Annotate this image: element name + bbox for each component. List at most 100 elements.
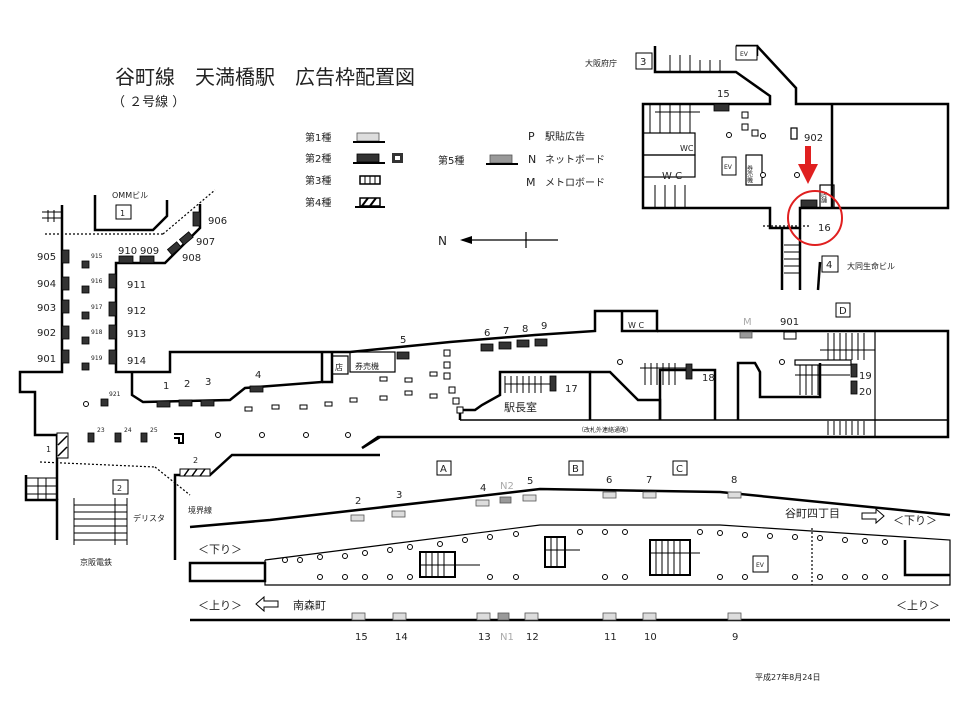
ad-slot[interactable] (727, 491, 742, 499)
ad-slot[interactable] (178, 231, 194, 246)
ad-slot[interactable] (166, 241, 182, 256)
ad-slot[interactable] (108, 301, 117, 317)
ad-slot[interactable] (351, 612, 366, 621)
shop-label: 店 (335, 362, 343, 372)
pillar-ads: 915 916 917 918 919 921 23 24 25 (81, 253, 158, 443)
ad-slot[interactable] (192, 211, 201, 227)
net-board[interactable] (497, 612, 510, 621)
ad-slot[interactable] (108, 273, 117, 289)
ad-number: 915 (91, 253, 103, 260)
exit-4-badge[interactable] (821, 255, 839, 273)
exit-3-badge[interactable] (635, 52, 653, 70)
ad-slot[interactable] (61, 299, 70, 314)
ad-slot[interactable] (602, 612, 617, 621)
pillar-ad[interactable] (81, 285, 90, 294)
pillar-ad[interactable] (81, 336, 90, 345)
down-direction-left: ＜下り＞ (198, 543, 242, 556)
ad-number: 17 (565, 384, 578, 395)
exit-2-number: 2 (117, 484, 122, 493)
ad-number: 9 (541, 321, 547, 332)
ad-slot[interactable] (850, 380, 858, 395)
ad-slot[interactable] (200, 399, 215, 407)
pillar-ad[interactable] (140, 432, 148, 443)
ad-number: 902 (37, 328, 56, 339)
ad-number: 1 (163, 381, 169, 392)
ad-slot[interactable] (685, 363, 693, 380)
ad-number: 908 (182, 253, 201, 264)
area-b-badge[interactable] (568, 460, 584, 476)
ad-slot[interactable] (549, 375, 557, 392)
ad-number: 919 (91, 355, 103, 362)
ad-number: 6 (606, 475, 612, 486)
ad-slot[interactable] (850, 363, 858, 378)
ad-slot[interactable] (61, 325, 70, 340)
legend-m-key: M (526, 176, 536, 189)
exit-2-badge[interactable] (112, 479, 129, 495)
area-a-label: A (440, 464, 447, 475)
ad-slot[interactable] (498, 341, 512, 350)
pillar-ad[interactable] (87, 432, 95, 443)
area-a-badge[interactable] (436, 460, 452, 476)
ad-number: 23 (97, 427, 105, 434)
ad-number: 19 (859, 371, 872, 382)
ad-slot[interactable] (522, 494, 537, 502)
ad-number: 901 (37, 354, 56, 365)
ad-number: 10 (644, 632, 657, 643)
ad-slot[interactable] (61, 249, 70, 264)
ad-number: 15 (355, 632, 368, 643)
area-c-badge[interactable] (672, 460, 688, 476)
legend-n-key: N (528, 153, 536, 166)
net-board[interactable] (499, 496, 512, 504)
ad-slot[interactable] (727, 612, 742, 621)
ad-slot[interactable] (476, 612, 491, 621)
ad-slot[interactable] (61, 349, 70, 364)
down-direction-right: ＜下り＞ (893, 514, 937, 527)
ad-slot[interactable] (524, 612, 539, 621)
type4-ad-1[interactable] (56, 432, 69, 459)
ad-slot[interactable] (480, 343, 494, 352)
ad-slot[interactable] (108, 324, 117, 340)
area-d-badge[interactable] (835, 302, 851, 318)
ad-number: 904 (37, 279, 56, 290)
ad-slot[interactable] (396, 351, 410, 360)
ad-slot[interactable] (602, 491, 617, 499)
ad-slot[interactable] (118, 255, 134, 264)
exit-1-badge[interactable] (115, 204, 132, 220)
ad-number: 8 (731, 475, 737, 486)
pillar-ad[interactable] (114, 432, 122, 443)
pillar-ad[interactable] (81, 260, 90, 269)
type3-ad-901[interactable] (783, 331, 797, 340)
pillar-ad[interactable] (81, 311, 90, 320)
ad-slot[interactable] (516, 339, 530, 348)
ad-slot[interactable] (350, 514, 365, 522)
ad-slot[interactable] (391, 510, 406, 518)
ad-slot[interactable] (139, 255, 155, 264)
ad-number: 18 (702, 373, 715, 384)
ad-slot[interactable] (178, 399, 193, 407)
ad-number: 13 (478, 632, 491, 643)
ad-slot[interactable] (642, 491, 657, 499)
pillar-ad[interactable] (100, 398, 109, 407)
ad-slot[interactable] (61, 276, 70, 291)
station-master-label: 駅長室 (504, 400, 537, 414)
pillar-ad[interactable] (81, 362, 90, 371)
shop-label: 店舗 (820, 190, 827, 204)
ad-slot[interactable] (713, 103, 730, 112)
metro-board[interactable] (739, 331, 753, 339)
ad-slot[interactable] (249, 385, 264, 393)
ad-slot-16[interactable] (800, 199, 818, 208)
ad-slot[interactable] (392, 612, 407, 621)
platform-pillars (282, 529, 888, 580)
left-wall-ads: 905 904 903 902 901 (37, 249, 70, 365)
legend-type5-swatch (489, 154, 513, 164)
ticket-machine-label: 券売機 (355, 361, 379, 371)
ad-slot[interactable] (156, 400, 171, 408)
ad-slot[interactable] (108, 349, 117, 365)
area-c-label: C (676, 464, 683, 475)
ad-slot[interactable] (475, 499, 490, 507)
ad-slot[interactable] (534, 338, 548, 347)
boundary-label: 境界線 (188, 505, 212, 515)
ad-slot[interactable] (642, 612, 657, 621)
ad-number: 7 (503, 326, 509, 337)
wc-label: W C (662, 171, 682, 182)
